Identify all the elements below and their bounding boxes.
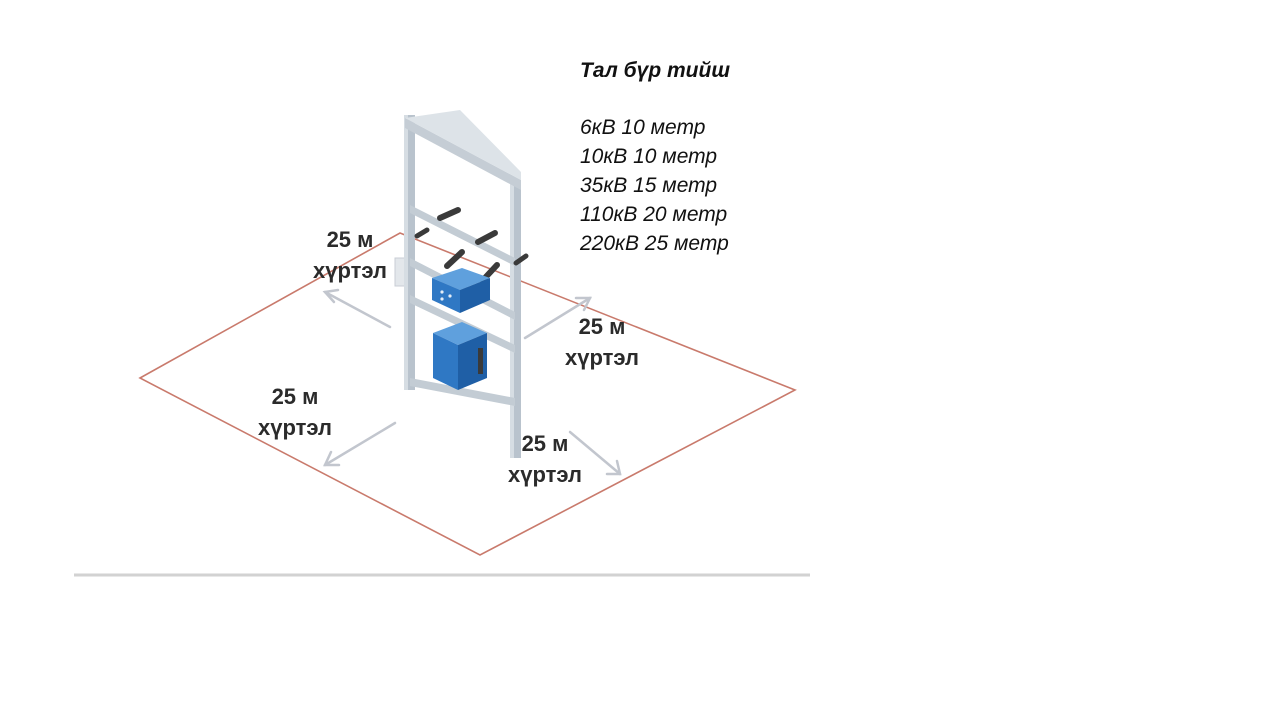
legend-row: 6кВ 10 метр bbox=[580, 116, 706, 139]
legend-title: Тал бүр тийш bbox=[580, 59, 731, 82]
distance-value: 25 м bbox=[326, 227, 374, 252]
legend-row: 35кВ 15 метр bbox=[580, 174, 718, 197]
distance-value: 25 м bbox=[578, 314, 626, 339]
legend-row: 10кВ 10 метр bbox=[580, 145, 718, 168]
distance-caption: хүртэл bbox=[313, 258, 387, 283]
distance-value: 25 м bbox=[271, 384, 319, 409]
right-post bbox=[510, 183, 521, 458]
distance-caption: хүртэл bbox=[508, 462, 582, 487]
distance-label-bottom-left: 25 м хүртэл bbox=[245, 381, 345, 443]
switchgear-box bbox=[432, 268, 490, 313]
arrow-down-left bbox=[323, 421, 397, 467]
distance-caption: хүртэл bbox=[258, 415, 332, 440]
distance-arrows bbox=[322, 288, 622, 476]
transformer-box bbox=[433, 322, 487, 390]
arrow-down-right bbox=[568, 430, 622, 476]
distance-label-top-right: 25 м хүртэл bbox=[552, 311, 652, 373]
arrow-up-left bbox=[322, 288, 392, 329]
clearance-legend: Тал бүр тийш 6кВ 10 метр 10кВ 10 метр 35… bbox=[580, 57, 730, 258]
protection-zone-boundary bbox=[138, 232, 797, 556]
distance-label-bottom-right: 25 м хүртэл bbox=[495, 428, 595, 490]
distance-caption: хүртэл bbox=[565, 345, 639, 370]
distance-label-top-left: 25 м хүртэл bbox=[300, 224, 400, 286]
arrow-up-right bbox=[523, 296, 593, 340]
legend-row: 220кВ 25 метр bbox=[580, 232, 729, 255]
legend-row: 110кВ 20 метр bbox=[580, 203, 728, 226]
distance-value: 25 м bbox=[521, 431, 569, 456]
left-post bbox=[404, 115, 415, 390]
